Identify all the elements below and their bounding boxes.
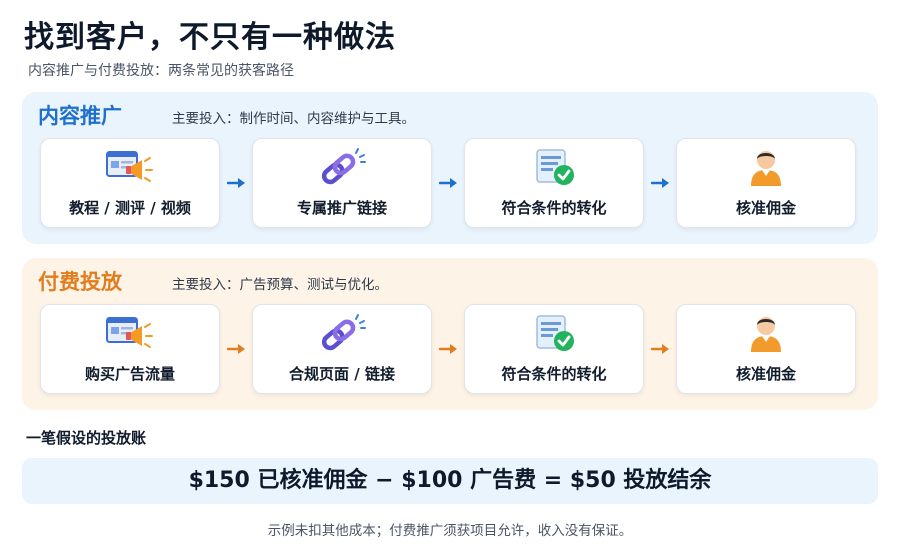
megaphone-screen-icon <box>104 313 156 353</box>
arrow-right-icon <box>651 342 671 356</box>
arrow-right-icon <box>439 342 459 356</box>
chain-link-icon <box>316 147 368 187</box>
step-label: 教程 / 测评 / 视频 <box>69 199 191 217</box>
ledger-label: 一笔假设的投放账 <box>26 429 147 447</box>
chain-link-icon <box>316 313 368 353</box>
arrow-right-icon <box>651 176 671 190</box>
arrow-right-icon <box>227 176 247 190</box>
paid-step-card: 购买广告流量 <box>40 304 220 394</box>
arrow-right-icon <box>227 342 247 356</box>
megaphone-screen-icon <box>104 147 156 187</box>
step-label: 购买广告流量 <box>84 365 175 383</box>
content-path-title: 内容推广 <box>38 104 122 128</box>
step-label: 核准佣金 <box>735 199 796 217</box>
step-label: 核准佣金 <box>735 365 796 383</box>
document-check-icon <box>528 147 580 187</box>
paid-path-description: 主要投入：广告预算、测试与优化。 <box>172 277 388 293</box>
content-step-card: 核准佣金 <box>676 138 856 228</box>
step-label: 符合条件的转化 <box>501 365 607 383</box>
content-path-panel: 内容推广 主要投入：制作时间、内容维护与工具。 教程 / 测评 / 视频 专属推… <box>22 92 878 244</box>
content-step-card: 教程 / 测评 / 视频 <box>40 138 220 228</box>
arrow-right-icon <box>439 176 459 190</box>
paid-path-panel: 付费投放 主要投入：广告预算、测试与优化。 购买广告流量 合规页面 / 链接 符… <box>22 258 878 410</box>
person-icon <box>740 313 792 353</box>
step-label: 符合条件的转化 <box>501 199 607 217</box>
document-check-icon <box>528 313 580 353</box>
content-step-card: 符合条件的转化 <box>464 138 644 228</box>
paid-path-title: 付费投放 <box>38 270 122 294</box>
paid-step-card: 合规页面 / 链接 <box>252 304 432 394</box>
step-label: 合规页面 / 链接 <box>289 365 395 383</box>
paid-step-card: 符合条件的转化 <box>464 304 644 394</box>
content-path-description: 主要投入：制作时间、内容维护与工具。 <box>172 111 415 127</box>
person-icon <box>740 147 792 187</box>
footnote: 示例未扣其他成本；付费推广须获项目允许，收入没有保证。 <box>267 523 633 539</box>
step-label: 专属推广链接 <box>296 199 387 217</box>
page-subtitle: 内容推广与付费投放：两条常见的获客路径 <box>28 63 294 79</box>
paid-step-card: 核准佣金 <box>676 304 856 394</box>
content-step-card: 专属推广链接 <box>252 138 432 228</box>
ledger-equation: $150 已核准佣金 − $100 广告费 = $50 投放结余 <box>22 458 878 504</box>
page-title: 找到客户，不只有一种做法 <box>24 20 396 55</box>
